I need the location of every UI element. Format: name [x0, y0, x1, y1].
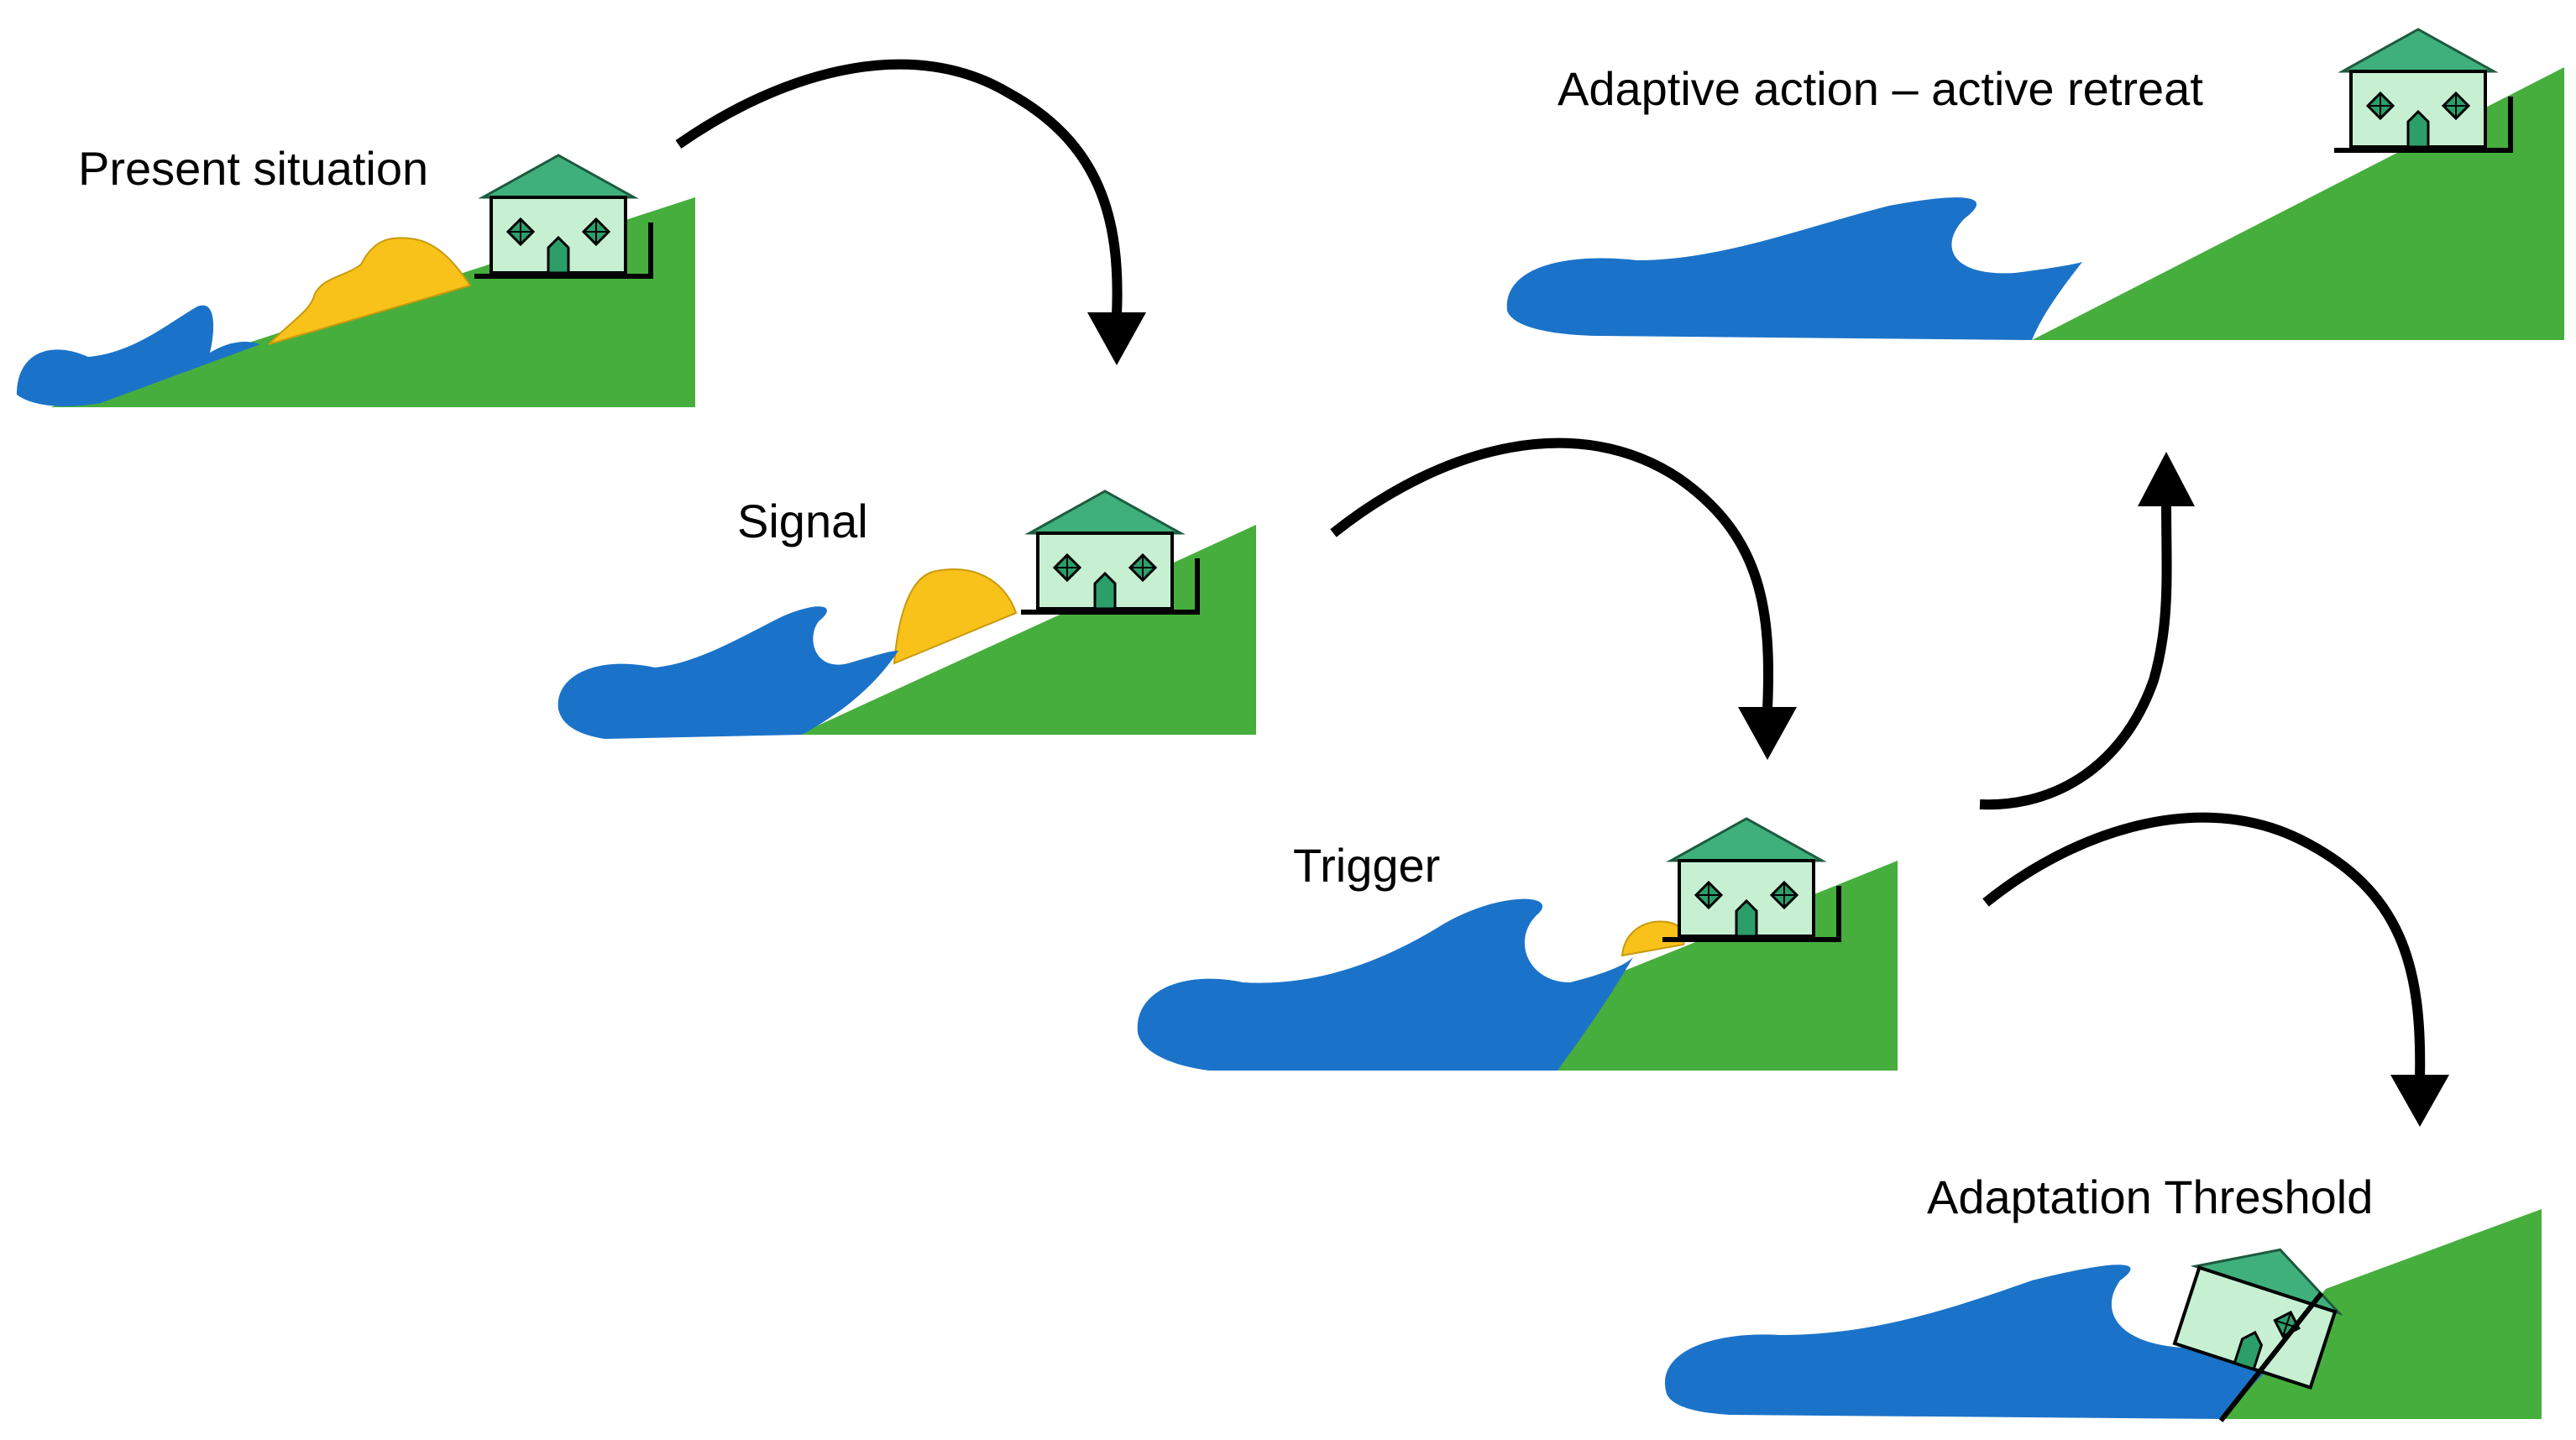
foundation-line	[2218, 1291, 2324, 1422]
land-slope	[798, 525, 1256, 735]
water-wave	[1506, 197, 2082, 340]
stage-adaptive-action: Adaptive action – active retreat	[1506, 29, 2564, 340]
stage-label-adaptive-action: Adaptive action – active retreat	[1558, 62, 2203, 115]
tilted-house-icon	[2172, 1248, 2343, 1390]
water-wave	[1664, 1265, 2296, 1419]
sand-dune	[893, 568, 1018, 665]
stage-label-signal: Signal	[737, 495, 868, 547]
arrow-present-to-signal	[675, 59, 1146, 365]
water-wave	[558, 606, 898, 739]
sand-dune	[268, 237, 472, 345]
stage-label-present-situation: Present situation	[78, 142, 428, 195]
house-icon	[1662, 819, 1839, 940]
water-wave	[1137, 898, 1633, 1071]
stage-trigger: Trigger	[1137, 819, 1898, 1071]
stage-adaptation-threshold: Adaptation Threshold	[1664, 1170, 2542, 1422]
arrow-signal-to-trigger	[1330, 437, 1797, 760]
stage-label-trigger: Trigger	[1293, 839, 1440, 892]
stage-signal: Signal	[558, 491, 1256, 739]
house-icon	[1021, 491, 1197, 612]
arrow-trigger-to-adaptive-action	[1979, 452, 2195, 810]
stage-label-adaptation-threshold: Adaptation Threshold	[1927, 1170, 2373, 1223]
water-wave	[17, 305, 260, 406]
house-icon	[2334, 29, 2511, 150]
arrow-trigger-to-threshold	[1982, 812, 2449, 1127]
house-icon	[474, 155, 651, 276]
stage-present-situation: Present situation	[17, 142, 695, 407]
